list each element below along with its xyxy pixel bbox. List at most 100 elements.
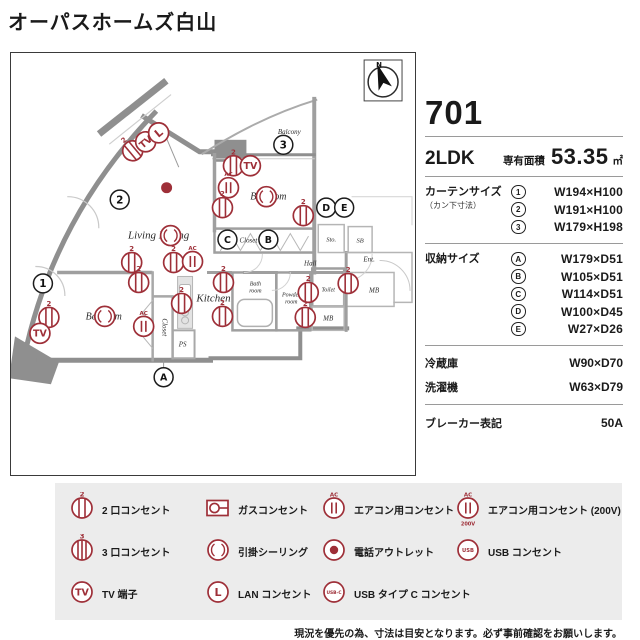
floorplan-svg: N BalconyBedroomLiving DiningBedroomKitc… xyxy=(11,59,413,388)
svg-text:AC: AC xyxy=(188,246,196,252)
room-label: MB xyxy=(322,314,334,322)
legend-item-label: 引掛シーリング xyxy=(238,548,308,559)
floorplan-box: N BalconyBedroomLiving DiningBedroomKitc… xyxy=(10,52,416,476)
room-label: MB xyxy=(368,286,380,294)
svg-text:2: 2 xyxy=(179,286,184,294)
svg-text:2: 2 xyxy=(306,275,311,283)
room-label: Closet xyxy=(161,318,169,337)
svg-text:2: 2 xyxy=(129,245,134,253)
disclaimer-note: 現況を優先の為、寸法は目安となります。必ず事前確認をお願いします。 xyxy=(294,629,622,640)
plan-marker-dot-icon xyxy=(161,182,173,194)
tv-icon: TV xyxy=(71,580,93,603)
svg-text:200V: 200V xyxy=(461,521,475,527)
spec-value: W27×D26 xyxy=(567,322,623,336)
svg-text:AC: AC xyxy=(330,492,338,498)
usb-icon: USB xyxy=(457,538,479,561)
page-title: オーパスホームズ白山 xyxy=(8,12,218,34)
gas-icon xyxy=(206,499,229,516)
lan-icon: L xyxy=(207,580,229,603)
svg-text:1: 1 xyxy=(39,278,46,290)
room-label: Hall xyxy=(303,259,316,267)
legend-item-label: USB タイプ C コンセント xyxy=(354,590,471,601)
room-label: room xyxy=(249,288,262,294)
area-value: 53.35 xyxy=(550,144,609,169)
plan-marker-num-icon: 3 xyxy=(273,134,294,156)
breaker-row: ブレーカー表記 50A xyxy=(425,405,623,441)
spec-value: W194×H100 xyxy=(554,185,623,199)
room-label: PS xyxy=(178,340,187,348)
svg-text:3: 3 xyxy=(280,139,287,151)
breaker-label: ブレーカー表記 xyxy=(425,418,502,430)
svg-text:2: 2 xyxy=(120,136,129,145)
svg-text:AC: AC xyxy=(140,311,148,317)
divider xyxy=(425,136,623,137)
plan-marker-ac-icon: AC xyxy=(181,246,204,273)
svg-text:2: 2 xyxy=(116,194,123,206)
svg-text:2: 2 xyxy=(136,265,141,273)
ac-icon: AC xyxy=(323,492,345,519)
svg-text:3: 3 xyxy=(80,534,85,541)
curtain-sublabel: （カン下寸法） xyxy=(425,201,481,211)
storage-label: 収納サイズ xyxy=(425,253,480,265)
phone-icon xyxy=(323,538,345,561)
svg-text:2: 2 xyxy=(80,492,85,499)
plan-marker-outlet2-icon: 2 xyxy=(294,300,317,329)
ceiling-icon xyxy=(207,538,229,561)
room-label: Powder xyxy=(281,292,301,298)
spec-mark: 1 xyxy=(511,184,526,200)
curtain-label: カーテンサイズ （カン下寸法） xyxy=(425,185,511,234)
legend-item-label: LAN コンセント xyxy=(238,590,312,601)
room-label: Ent. xyxy=(362,256,375,264)
plan-marker-tv-icon: TV xyxy=(239,154,262,177)
svg-text:TV: TV xyxy=(244,161,258,172)
svg-text:2: 2 xyxy=(220,299,225,307)
svg-text:A: A xyxy=(160,373,168,384)
plan-marker-tv-icon: TV xyxy=(29,322,51,345)
plan-marker-letter-icon: B xyxy=(258,229,279,250)
area-unit: ㎡ xyxy=(612,155,624,167)
plan-marker-lan-icon: L xyxy=(147,122,170,144)
svg-text:L: L xyxy=(214,585,221,598)
svg-text:B: B xyxy=(265,235,272,246)
legend-item: 引掛シーリング xyxy=(203,534,319,570)
plan-marker-outlet2-icon: 2 xyxy=(127,265,150,294)
legend-item-label: TV 端子 xyxy=(102,590,138,601)
appliance-label: 洗濯機 xyxy=(425,382,458,394)
spec-mark: B xyxy=(511,269,526,284)
layout-type: 2LDK xyxy=(425,148,475,169)
svg-text:TV: TV xyxy=(33,329,47,340)
plan-marker-letter-icon: A xyxy=(153,366,174,388)
plan-marker-ac-icon: AC xyxy=(132,311,155,338)
svg-text:USB: USB xyxy=(462,548,474,554)
svg-text:TV: TV xyxy=(75,587,89,598)
legend-item: 電話アウトレット xyxy=(319,534,453,570)
spec-value: W179×H198 xyxy=(554,220,623,234)
svg-text:D: D xyxy=(322,203,330,214)
plan-marker-ac-icon: AC xyxy=(217,172,240,199)
svg-text:AC: AC xyxy=(224,172,232,178)
room-label: Sto. xyxy=(326,237,336,244)
svg-text:E: E xyxy=(341,203,347,214)
appliance-value: W90×D70 xyxy=(569,356,623,370)
plan-marker-outlet2-icon: 2 xyxy=(120,245,143,274)
room-label: room xyxy=(285,299,298,305)
room-label: Kitchen xyxy=(195,292,231,304)
plan-marker-outlet2-icon: 2 xyxy=(211,299,234,328)
plan-marker-ceiling-icon xyxy=(159,224,182,247)
spec-value: W100×D45 xyxy=(561,304,623,319)
svg-text:2: 2 xyxy=(171,245,176,253)
svg-text:USB-C: USB-C xyxy=(326,589,341,595)
plan-marker-outlet2-icon: 2 xyxy=(162,245,185,274)
